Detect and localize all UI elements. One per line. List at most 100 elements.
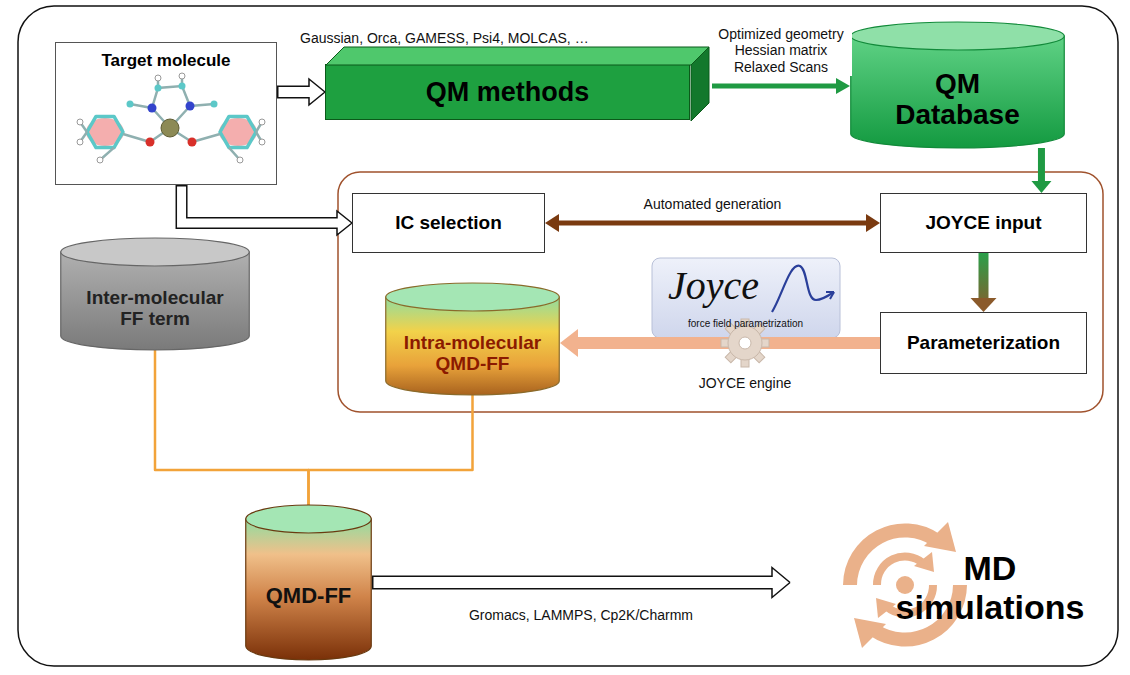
logo-wordmark: Joyce: [668, 262, 759, 310]
carbon-atom: [155, 85, 162, 92]
arrow-head: [971, 298, 997, 312]
arrow-shaft: [712, 84, 837, 89]
node-label: QMD-FF: [266, 584, 352, 609]
edge-label: Gromacs, LAMMPS, Cp2K/Charmm: [466, 607, 696, 624]
node-label: IC selection: [395, 212, 502, 233]
cycle-head: [914, 552, 934, 572]
hydrogen-atom: [179, 73, 185, 79]
arrow-fill: [279, 87, 313, 97]
target-box: Target molecule: [55, 42, 277, 185]
logo-background: [652, 258, 840, 338]
connector: [372, 568, 790, 598]
hydrogen-atom: [155, 75, 161, 81]
cylinder-top: [851, 22, 1065, 50]
arrow-fill: [182, 187, 340, 224]
cylinder-body: [61, 252, 250, 350]
connector: [309, 395, 473, 505]
carbon-atom: [211, 101, 218, 108]
connector: [971, 253, 997, 312]
hydrogen-atom: [97, 157, 103, 163]
forcefield-cylinder: Inter-molecular FF term: [60, 238, 250, 350]
arrow-shaft: [155, 350, 309, 505]
connector: [560, 329, 880, 357]
nitrogen-atom: [186, 102, 195, 111]
qm-methods-box: QM methods: [325, 64, 690, 120]
hydrogen-atom: [77, 119, 83, 125]
cylinder-top: [61, 238, 250, 266]
cylinder-top: [246, 505, 372, 533]
logo-tagline: force field parametrization: [688, 318, 803, 330]
connector: [712, 78, 850, 94]
outer-frame: [18, 6, 1118, 666]
oxygen-atom: [188, 138, 197, 147]
forcefield-cylinder: QMD-FF: [245, 505, 372, 660]
joyce-logo: [652, 258, 840, 338]
cycle-head: [876, 598, 896, 618]
box-top-face: [326, 47, 709, 65]
hydrogen-atom: [259, 119, 265, 125]
arrow-shaft: [1038, 148, 1045, 182]
arrow-head: [866, 214, 880, 232]
arrow-outline: [372, 576, 774, 590]
metal-atom: [161, 119, 179, 137]
carbon-atom: [179, 83, 186, 90]
md-cycle-icon: [850, 522, 960, 648]
arrow-shaft: [558, 221, 867, 226]
joyce-frame: [338, 172, 1103, 412]
node-label: JOYCE input: [925, 212, 1041, 233]
cycle-head: [924, 522, 956, 552]
arrow-shaft: [979, 253, 989, 299]
arrow-head: [836, 78, 850, 94]
connector: [277, 79, 325, 105]
md-simulations-node: MD simulations: [790, 525, 1110, 650]
arrow-shaft: [309, 395, 473, 505]
software-list: Gaussian, Orca, GAMESS, Psi4, MOLCAS, …: [300, 30, 589, 47]
molecule-illustration: [77, 73, 265, 163]
process-box: JOYCE input: [880, 193, 1087, 253]
arrow-outline: [182, 185, 339, 223]
cylinder-body: [386, 297, 560, 395]
cycle-arc: [850, 530, 936, 585]
cylinder-body: [246, 519, 372, 660]
node-label: QM methods: [426, 77, 590, 107]
connector: [182, 185, 352, 235]
connector: [1031, 148, 1051, 193]
arrow-outline: [277, 86, 311, 99]
edge-label: JOYCE engine: [696, 375, 795, 392]
cylinder-top: [386, 283, 560, 311]
cylinder-body: [851, 36, 1065, 148]
gear-body: [728, 326, 762, 360]
node-label: QM Database: [888, 68, 1028, 131]
aromatic-ring: [220, 116, 256, 147]
connector: [545, 214, 880, 232]
gear-hole: [739, 337, 751, 349]
node-label: Inter-molecular FF term: [80, 287, 230, 330]
edge-label: Automated generation: [641, 196, 785, 213]
node-label: MD simulations: [890, 549, 1090, 625]
carbon-atom: [127, 101, 134, 108]
hydrogen-atom: [77, 139, 83, 145]
node-label: Parameterization: [907, 332, 1060, 353]
nitrogen-atom: [148, 104, 157, 113]
database-cylinder: QM Database: [850, 22, 1065, 148]
arrow-head: [545, 214, 559, 232]
forcefield-cylinder: Intra-molecular QMD-FF: [385, 283, 560, 395]
cycle-head: [854, 618, 886, 648]
node-label: Target molecule: [101, 51, 230, 70]
box-side-face: [691, 47, 709, 121]
process-box: IC selection: [352, 193, 545, 253]
logo-swoosh-head: [826, 292, 834, 299]
arrow-fill: [374, 577, 776, 588]
aromatic-ring: [87, 116, 123, 147]
edge-label: Optimized geometry Hessian matrix Relaxe…: [711, 26, 852, 76]
arrow-head: [1031, 181, 1051, 193]
oxygen-atom: [146, 138, 155, 147]
bonds: [80, 76, 262, 160]
arrow-head: [560, 329, 578, 357]
hydrogen-atom: [259, 139, 265, 145]
process-box: Parameterization: [880, 312, 1087, 374]
hydrogen-atom: [237, 157, 243, 163]
connector: [155, 350, 309, 505]
